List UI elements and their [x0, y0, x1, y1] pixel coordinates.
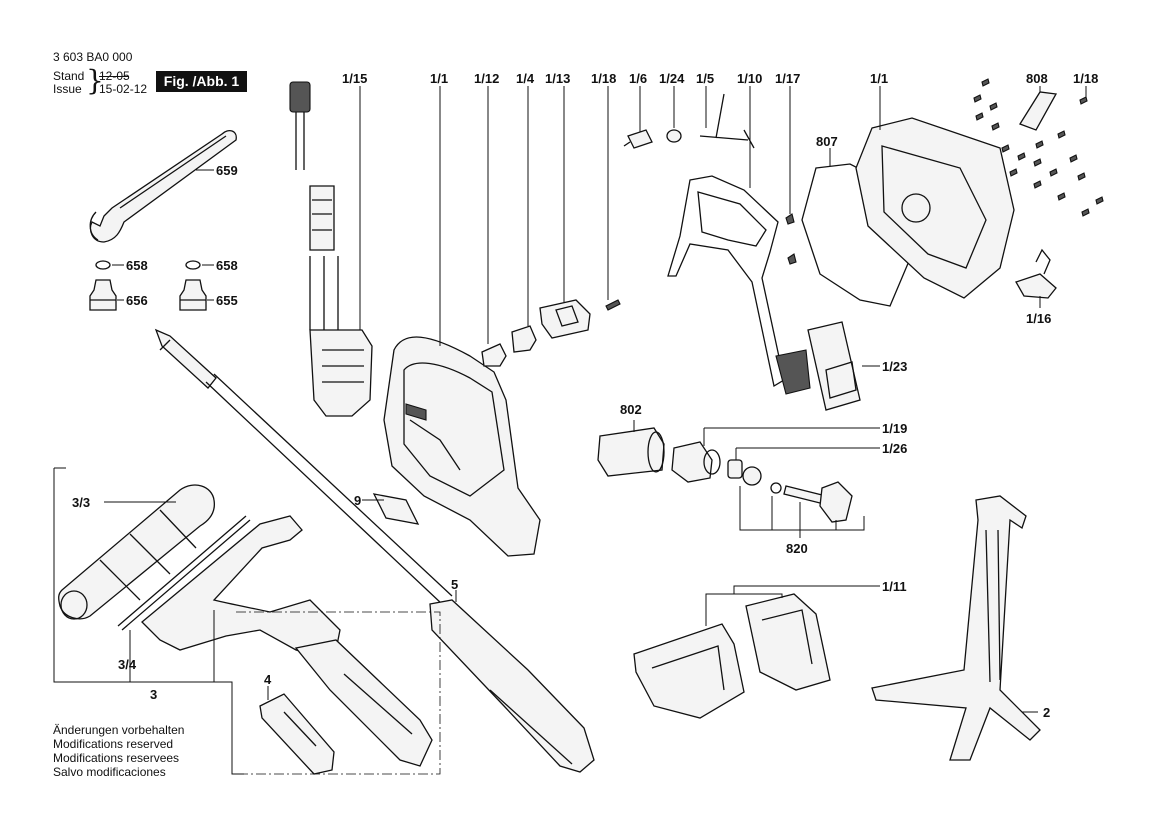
slider-part-1-4: [511, 325, 537, 353]
bearing-part-1-26: [727, 459, 743, 479]
callout-807: 807: [816, 134, 838, 149]
ring-part-658-right: [185, 260, 201, 270]
handle-grip-part-5: [429, 599, 595, 773]
callout-1-16: 1/16: [1026, 311, 1051, 326]
main-housing-part-1-1: [383, 336, 541, 557]
callout-802: 802: [620, 402, 642, 417]
callout-1-11: 1/11: [882, 579, 907, 594]
nut-part-1-24: [666, 129, 682, 143]
screw-part-1-17: [785, 213, 797, 265]
callout-1-18-right: 1/18: [1073, 71, 1098, 86]
modifications-line-fr: Modifications reservees: [53, 751, 180, 765]
trigger-part-1-12: [481, 343, 507, 367]
issue-value: 15-02-12: [99, 82, 148, 96]
modifications-line-de: Änderungen vorbehalten: [53, 723, 185, 737]
rear-housing-part-1-1: [855, 117, 1015, 299]
hose-cable-part-1-15: [289, 81, 373, 417]
telescopic-pole: [154, 328, 453, 605]
gear-housing-part-1-19: [671, 441, 721, 483]
circuit-board-part-1-23: [775, 321, 861, 411]
modifications-line-es: Salvo modificaciones: [53, 765, 166, 779]
nozzle-part-656: [89, 279, 117, 311]
callout-659: 659: [216, 163, 238, 178]
nozzle-part-655: [179, 279, 207, 311]
callout-1-13: 1/13: [545, 71, 570, 86]
knob-part-1-16: [1015, 248, 1057, 299]
screws-group: [973, 78, 1104, 217]
callout-1-4: 1/4: [516, 71, 535, 86]
callout-9: 9: [354, 493, 361, 508]
document-number: 3 603 BA0 000: [53, 50, 133, 64]
label-sticker-part-9: [372, 493, 420, 525]
brace-icon: }: [86, 64, 104, 97]
ring-part-658-left: [95, 260, 111, 270]
issue-label: Issue: [53, 82, 82, 96]
callout-4: 4: [264, 672, 272, 687]
callout-655: 655: [216, 293, 238, 308]
callout-658-left: 658: [126, 258, 148, 273]
battery-part-4: [259, 693, 335, 775]
modifications-notice: Änderungen vorbehalten Modifications res…: [53, 723, 184, 779]
modifications-line-en: Modifications reserved: [53, 737, 174, 751]
callout-2: 2: [1043, 705, 1050, 720]
callout-1-6: 1/6: [629, 71, 647, 86]
figure-badge: Fig. /Abb. 1: [156, 71, 247, 92]
callout-1-18-left: 1/18: [591, 71, 616, 86]
callout-1-23: 1/23: [882, 359, 907, 374]
switch-part-1-13: [539, 299, 591, 339]
callout-3-3: 3/3: [72, 495, 90, 510]
callout-1-1-right: 1/1: [870, 71, 888, 86]
floor-stand-part-2: [871, 495, 1041, 761]
wrench-part-659: [89, 129, 237, 243]
gasket-sheet-part-808: [1019, 91, 1058, 131]
screw-part-1-18-left: [605, 299, 621, 311]
callout-1-1-left: 1/1: [430, 71, 448, 86]
callout-820: 820: [786, 541, 808, 556]
callout-5: 5: [451, 577, 458, 592]
plug-part-1-6: [623, 129, 653, 149]
roller-rod-part-3-4: [117, 515, 251, 631]
clip-part-1-11-left: [633, 623, 745, 719]
callout-3: 3: [150, 687, 157, 702]
callout-1-19: 1/19: [882, 421, 907, 436]
callout-658-right: 658: [216, 258, 238, 273]
callout-1-12: 1/12: [474, 71, 499, 86]
callout-1-5: 1/5: [696, 71, 714, 86]
clip-part-1-5: [699, 93, 755, 149]
callout-1-26: 1/26: [882, 441, 907, 456]
callout-1-17: 1/17: [775, 71, 800, 86]
strikethrough-line: [99, 76, 129, 77]
roller-frame-part-3: [141, 515, 433, 767]
callout-1-10: 1/10: [737, 71, 762, 86]
callout-3-4: 3/4: [118, 657, 137, 672]
shaft-parts-820: [742, 466, 853, 523]
roller-part-3-3: [58, 484, 216, 620]
callout-1-24: 1/24: [659, 71, 685, 86]
callout-656: 656: [126, 293, 148, 308]
motor-part-802: [597, 427, 665, 477]
callout-1-15: 1/15: [342, 71, 367, 86]
stand-frame-part-1-10: [667, 175, 785, 388]
clip-part-1-11-right: [745, 593, 831, 691]
callout-808: 808: [1026, 71, 1048, 86]
stand-label: Stand: [53, 69, 85, 83]
